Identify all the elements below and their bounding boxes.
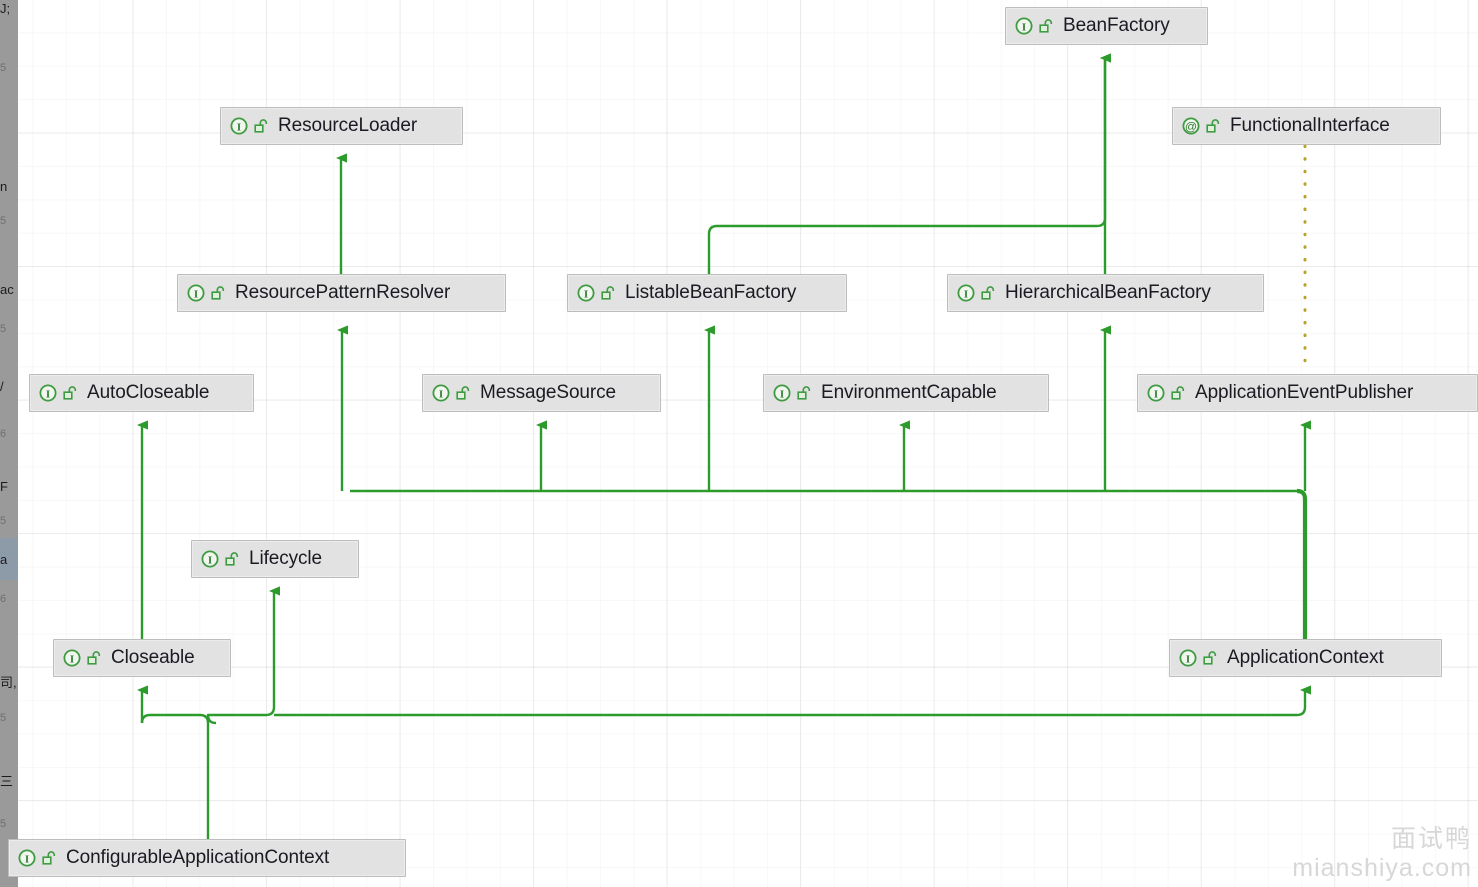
gutter-fragment: a — [0, 553, 8, 566]
gutter-fragment: 5 — [0, 323, 7, 335]
interface-icon: I — [772, 383, 792, 403]
unlock-icon — [1206, 118, 1221, 134]
unlock-icon — [42, 850, 57, 866]
gutter-fragment: n — [0, 180, 8, 193]
gutter-fragment: 5 — [0, 712, 7, 724]
uml-node-label: AutoCloseable — [87, 382, 210, 403]
unlock-icon — [456, 385, 471, 401]
gutter-fragment: F — [0, 480, 8, 493]
svg-text:I: I — [584, 288, 588, 300]
svg-text:I: I — [46, 388, 50, 400]
uml-node-label: EnvironmentCapable — [821, 382, 997, 403]
uml-node-label: ResourceLoader — [278, 115, 418, 136]
unlock-icon — [981, 285, 996, 301]
uml-node-listablebeanfactory[interactable]: I ListableBeanFactory — [567, 274, 847, 312]
interface-icon: I — [38, 383, 58, 403]
interface-icon: I — [576, 283, 596, 303]
edge-configurableapplicationcontext-closeable — [140, 713, 210, 724]
uml-node-label: HierarchicalBeanFactory — [1005, 282, 1211, 303]
gutter-fragment: 6 — [0, 428, 7, 440]
gutter-fragment: 三 — [0, 775, 14, 788]
interface-icon: I — [186, 283, 206, 303]
edge-listablebeanfactory-beanfactory — [707, 53, 1111, 274]
interface-icon: I — [956, 283, 976, 303]
unlock-icon — [211, 285, 226, 301]
uml-node-beanfactory[interactable]: I BeanFactory — [1005, 7, 1208, 45]
svg-text:I: I — [780, 388, 784, 400]
interface-icon: I — [1014, 16, 1034, 36]
svg-text:I: I — [194, 288, 198, 300]
edge-configurableapplicationcontext-lifecycle-corner — [206, 586, 280, 725]
uml-node-resourcepatternresolver[interactable]: I ResourcePatternResolver — [177, 274, 506, 312]
uml-node-configurableapplicationcontext[interactable]: I ConfigurableApplicationContext — [8, 839, 406, 877]
gutter-fragment: ac — [0, 283, 14, 296]
interface-icon: I — [431, 383, 451, 403]
uml-node-applicationcontext[interactable]: I ApplicationContext — [1169, 639, 1442, 677]
svg-text:@: @ — [1185, 120, 1197, 134]
edge-trunk-applicationcontext-up — [1296, 488, 1308, 639]
gutter-fragment: 5 — [0, 62, 7, 74]
interface-icon: I — [1178, 648, 1198, 668]
uml-node-applicationeventpublisher[interactable]: I ApplicationEventPublisher — [1137, 374, 1478, 412]
unlock-icon — [254, 118, 269, 134]
uml-node-label: FunctionalInterface — [1230, 115, 1390, 136]
gutter-fragment: 司, — [0, 676, 17, 689]
gutter-fragment: J; — [0, 2, 11, 15]
unlock-icon — [63, 385, 78, 401]
uml-node-hierarchicalbeanfactory[interactable]: I HierarchicalBeanFactory — [947, 274, 1264, 312]
svg-text:I: I — [70, 653, 74, 665]
uml-node-label: Closeable — [111, 647, 195, 668]
uml-node-functionalinterface[interactable]: @ FunctionalInterface — [1172, 107, 1441, 145]
unlock-icon — [601, 285, 616, 301]
uml-node-label: ResourcePatternResolver — [235, 282, 451, 303]
uml-node-closeable[interactable]: I Closeable — [53, 639, 231, 677]
unlock-icon — [797, 385, 812, 401]
uml-node-lifecycle[interactable]: I Lifecycle — [191, 540, 359, 578]
gutter-fragment: 5 — [0, 818, 7, 830]
unlock-icon — [225, 551, 240, 567]
unlock-icon — [1171, 385, 1186, 401]
svg-text:I: I — [1022, 21, 1026, 33]
gutter-fragment: / — [0, 380, 4, 393]
svg-text:I: I — [208, 554, 212, 566]
interface-icon: I — [1146, 383, 1166, 403]
uml-node-label: BeanFactory — [1063, 15, 1170, 36]
unlock-icon — [1203, 650, 1218, 666]
svg-text:I: I — [1186, 653, 1190, 665]
gutter-fragment: 6 — [0, 593, 7, 605]
uml-node-label: ConfigurableApplicationContext — [66, 847, 330, 868]
unlock-icon — [87, 650, 102, 666]
interface-icon: I — [62, 648, 82, 668]
uml-node-environmentcapable[interactable]: I EnvironmentCapable — [763, 374, 1049, 412]
svg-text:I: I — [439, 388, 443, 400]
uml-node-autocloseable[interactable]: I AutoCloseable — [29, 374, 254, 412]
interface-icon: I — [229, 116, 249, 136]
gutter-highlight — [0, 538, 18, 580]
uml-node-resourceloader[interactable]: I ResourceLoader — [220, 107, 463, 145]
svg-text:I: I — [964, 288, 968, 300]
uml-node-label: ListableBeanFactory — [625, 282, 797, 303]
annotation-icon: @ — [1181, 116, 1201, 136]
svg-text:I: I — [25, 853, 29, 865]
edge-bus-lower — [274, 685, 1311, 717]
gutter-fragment: 5 — [0, 215, 7, 227]
svg-text:I: I — [1154, 388, 1158, 400]
uml-node-label: ApplicationContext — [1227, 647, 1384, 668]
unlock-icon — [1039, 18, 1054, 34]
uml-node-label: MessageSource — [480, 382, 616, 403]
interface-icon: I — [200, 549, 220, 569]
interface-icon: I — [17, 848, 37, 868]
svg-text:I: I — [237, 121, 241, 133]
uml-node-messagesource[interactable]: I MessageSource — [422, 374, 661, 412]
uml-node-label: Lifecycle — [249, 548, 323, 569]
uml-node-label: ApplicationEventPublisher — [1195, 382, 1414, 403]
gutter-fragment: 5 — [0, 515, 7, 527]
